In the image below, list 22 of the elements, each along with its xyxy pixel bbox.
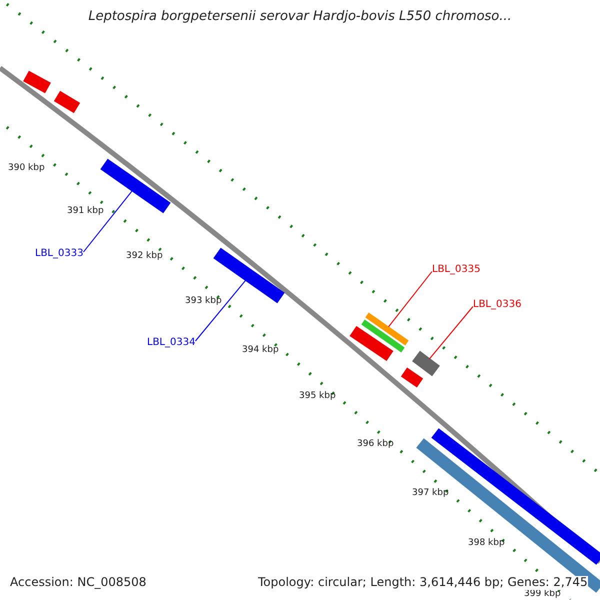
gene-label: LBL_0334 bbox=[147, 337, 196, 348]
title: Leptospira borgpetersenii serovar Hardjo-bovis L550 chromoso... bbox=[87, 10, 513, 25]
scale-label: 390 kbp bbox=[8, 163, 45, 174]
genome-info-text: Topology: circular; Length: 3,614,446 bp; Genes: 2,745 bbox=[258, 576, 588, 590]
scale-label: 397 kbp bbox=[412, 488, 449, 498]
scale-label: 392 kbp bbox=[126, 251, 163, 262]
scale-label: 391 kbp bbox=[67, 206, 104, 216]
gene-label: LBL_0333 bbox=[35, 248, 84, 260]
gene-feature-bar bbox=[412, 350, 440, 376]
scale-label: 396 kbp bbox=[357, 439, 394, 450]
leader-line bbox=[388, 271, 432, 328]
leader-line bbox=[194, 280, 246, 342]
accession-text: Accession: NC_008508 bbox=[10, 576, 146, 590]
leader-line bbox=[429, 306, 474, 360]
gene-feature-bar bbox=[365, 312, 409, 346]
scale-label: 398 kbp bbox=[468, 538, 505, 548]
scale-label: 395 kbp bbox=[299, 391, 336, 402]
gene-label: LBL_0336 bbox=[473, 299, 522, 310]
gene-label: LBL_0335 bbox=[432, 264, 480, 276]
scale-label: 393 kbp bbox=[185, 296, 222, 306]
scale-label: 394 kbp bbox=[242, 345, 279, 356]
leader-line bbox=[82, 190, 133, 252]
